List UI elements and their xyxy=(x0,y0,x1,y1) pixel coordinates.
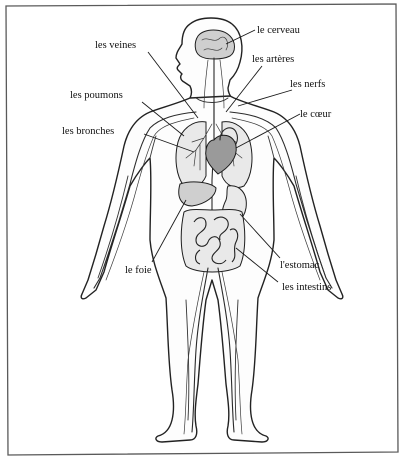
label-foie: le foie xyxy=(125,265,152,276)
label-coeur: le cœur xyxy=(300,109,332,120)
label-veines: les veines xyxy=(95,40,136,51)
intestines-drawing xyxy=(181,210,245,273)
leader-nerfs xyxy=(238,90,292,106)
label-intestins: les intestins xyxy=(282,282,331,293)
label-estomac: l'estomac xyxy=(280,260,320,271)
label-poumons: les poumons xyxy=(70,90,123,101)
brain-drawing xyxy=(195,30,234,59)
label-bronches: les bronches xyxy=(62,126,114,137)
label-cerveau: le cerveau xyxy=(257,25,301,36)
label-nerfs: les nerfs xyxy=(290,79,325,90)
brain-shape xyxy=(195,30,234,59)
large-intestine xyxy=(181,210,245,273)
label-arteres: les artères xyxy=(252,54,294,65)
